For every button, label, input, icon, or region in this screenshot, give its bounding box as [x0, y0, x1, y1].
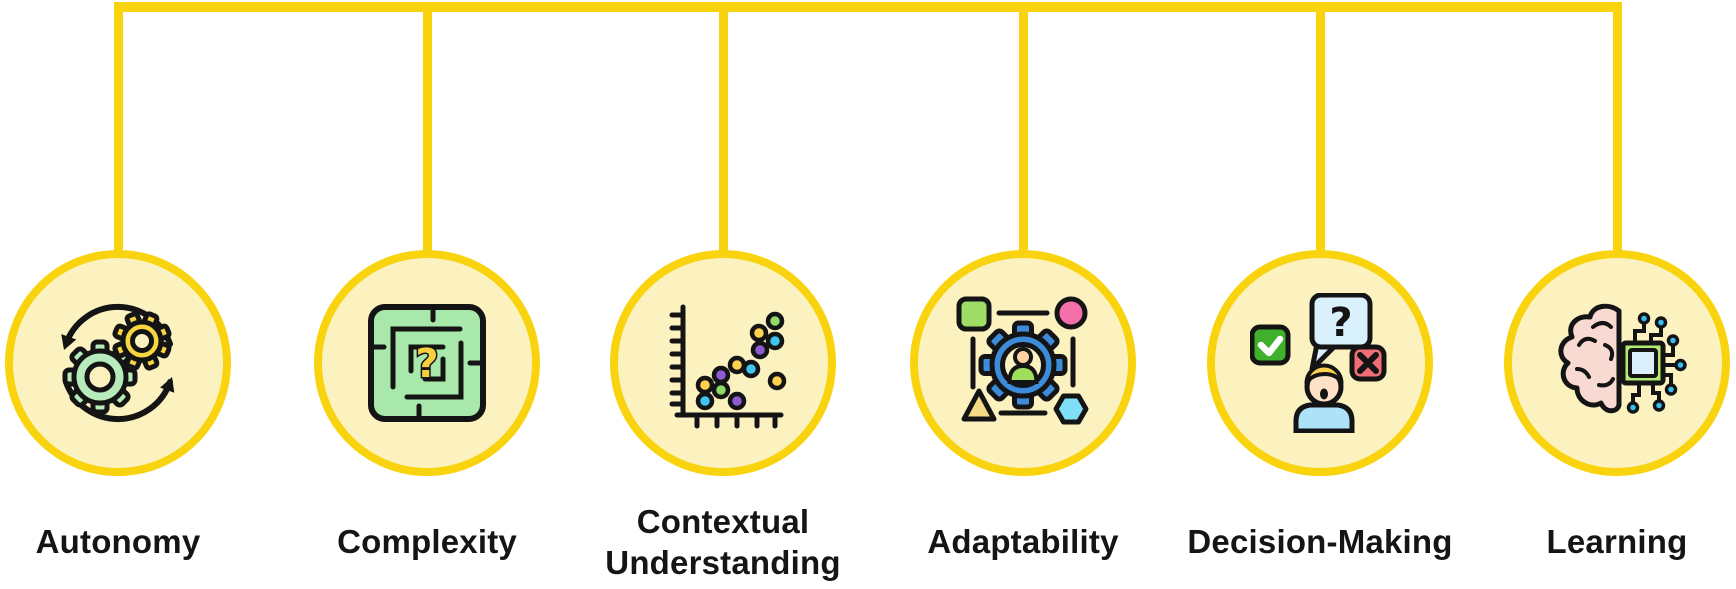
label-text: Contextual Understanding [605, 502, 841, 581]
node-label-complexity: Complexity [277, 495, 577, 589]
circle-shape [1054, 296, 1088, 330]
node-circle-complexity: ? [314, 250, 540, 476]
node-circle-adaptability [910, 250, 1136, 476]
scatter-axes [669, 304, 784, 429]
circuit-nodes [1626, 312, 1687, 414]
node-complexity: ? Complexity [277, 0, 577, 589]
maze-question-icon: ? [368, 304, 486, 422]
drop-line-learning [1613, 2, 1622, 254]
question-mark-glyph: ? [415, 341, 438, 387]
question-bubble [1309, 293, 1373, 350]
brain-folds [1575, 321, 1615, 388]
node-learning: Learning [1467, 0, 1736, 589]
node-autonomy: Autonomy [0, 0, 268, 589]
node-adaptability: Adaptability [873, 0, 1173, 589]
label-text: Complexity [337, 523, 517, 561]
hexagon-shape [1053, 393, 1089, 425]
connector-horizontal-line [114, 2, 1622, 12]
person-mouth [1320, 388, 1328, 400]
square-shape [956, 296, 992, 332]
node-label-decision: Decision-Making [1170, 495, 1470, 589]
label-text: Adaptability [927, 523, 1119, 561]
drop-line-contextual [719, 2, 728, 254]
drop-line-autonomy [114, 2, 123, 254]
label-text: Decision-Making [1187, 523, 1453, 561]
node-label-adaptability: Adaptability [873, 495, 1173, 589]
gear-user-shapes-icon [956, 296, 1089, 425]
brain-chip-icon [1558, 303, 1687, 414]
drop-line-adaptability [1019, 2, 1028, 254]
large-green-gear [62, 339, 138, 415]
person-decision-icon: ? [1250, 293, 1387, 433]
check-box [1250, 324, 1291, 366]
node-circle-decision: ? [1207, 250, 1433, 476]
drop-line-complexity [423, 2, 432, 254]
node-contextual-understanding: Contextual Understanding [573, 0, 873, 589]
scatter-dots [695, 311, 787, 411]
user-body [1007, 363, 1039, 384]
maze-walls [368, 304, 486, 422]
node-label-learning: Learning [1467, 495, 1736, 589]
node-circle-contextual [610, 250, 836, 476]
blue-gear-user [978, 320, 1068, 410]
user-head [1013, 347, 1033, 367]
arrowhead-left [61, 334, 77, 350]
cross-mark [1357, 352, 1379, 374]
person-shirt [1293, 402, 1355, 433]
arrowhead-right [160, 377, 175, 393]
small-yellow-gear [112, 311, 172, 371]
label-text: Autonomy [35, 523, 201, 561]
connector-frame [970, 310, 1076, 416]
node-circle-autonomy [5, 250, 231, 476]
node-label-autonomy: Autonomy [0, 495, 268, 589]
cycle-gears-icon [61, 303, 175, 423]
chip-screen [1628, 348, 1658, 378]
node-label-contextual: Contextual Understanding [573, 495, 873, 589]
label-text: Learning [1546, 523, 1688, 561]
drop-line-decision [1316, 2, 1325, 254]
person-hair [1304, 363, 1344, 385]
question-mark-glyph: ? [1329, 300, 1352, 346]
node-decision-making: ? Decision-Making [1170, 0, 1470, 589]
triangle-shape [961, 388, 997, 422]
scatter-plot-icon [669, 304, 787, 429]
node-circle-learning [1504, 250, 1730, 476]
check-mark [1257, 335, 1284, 357]
